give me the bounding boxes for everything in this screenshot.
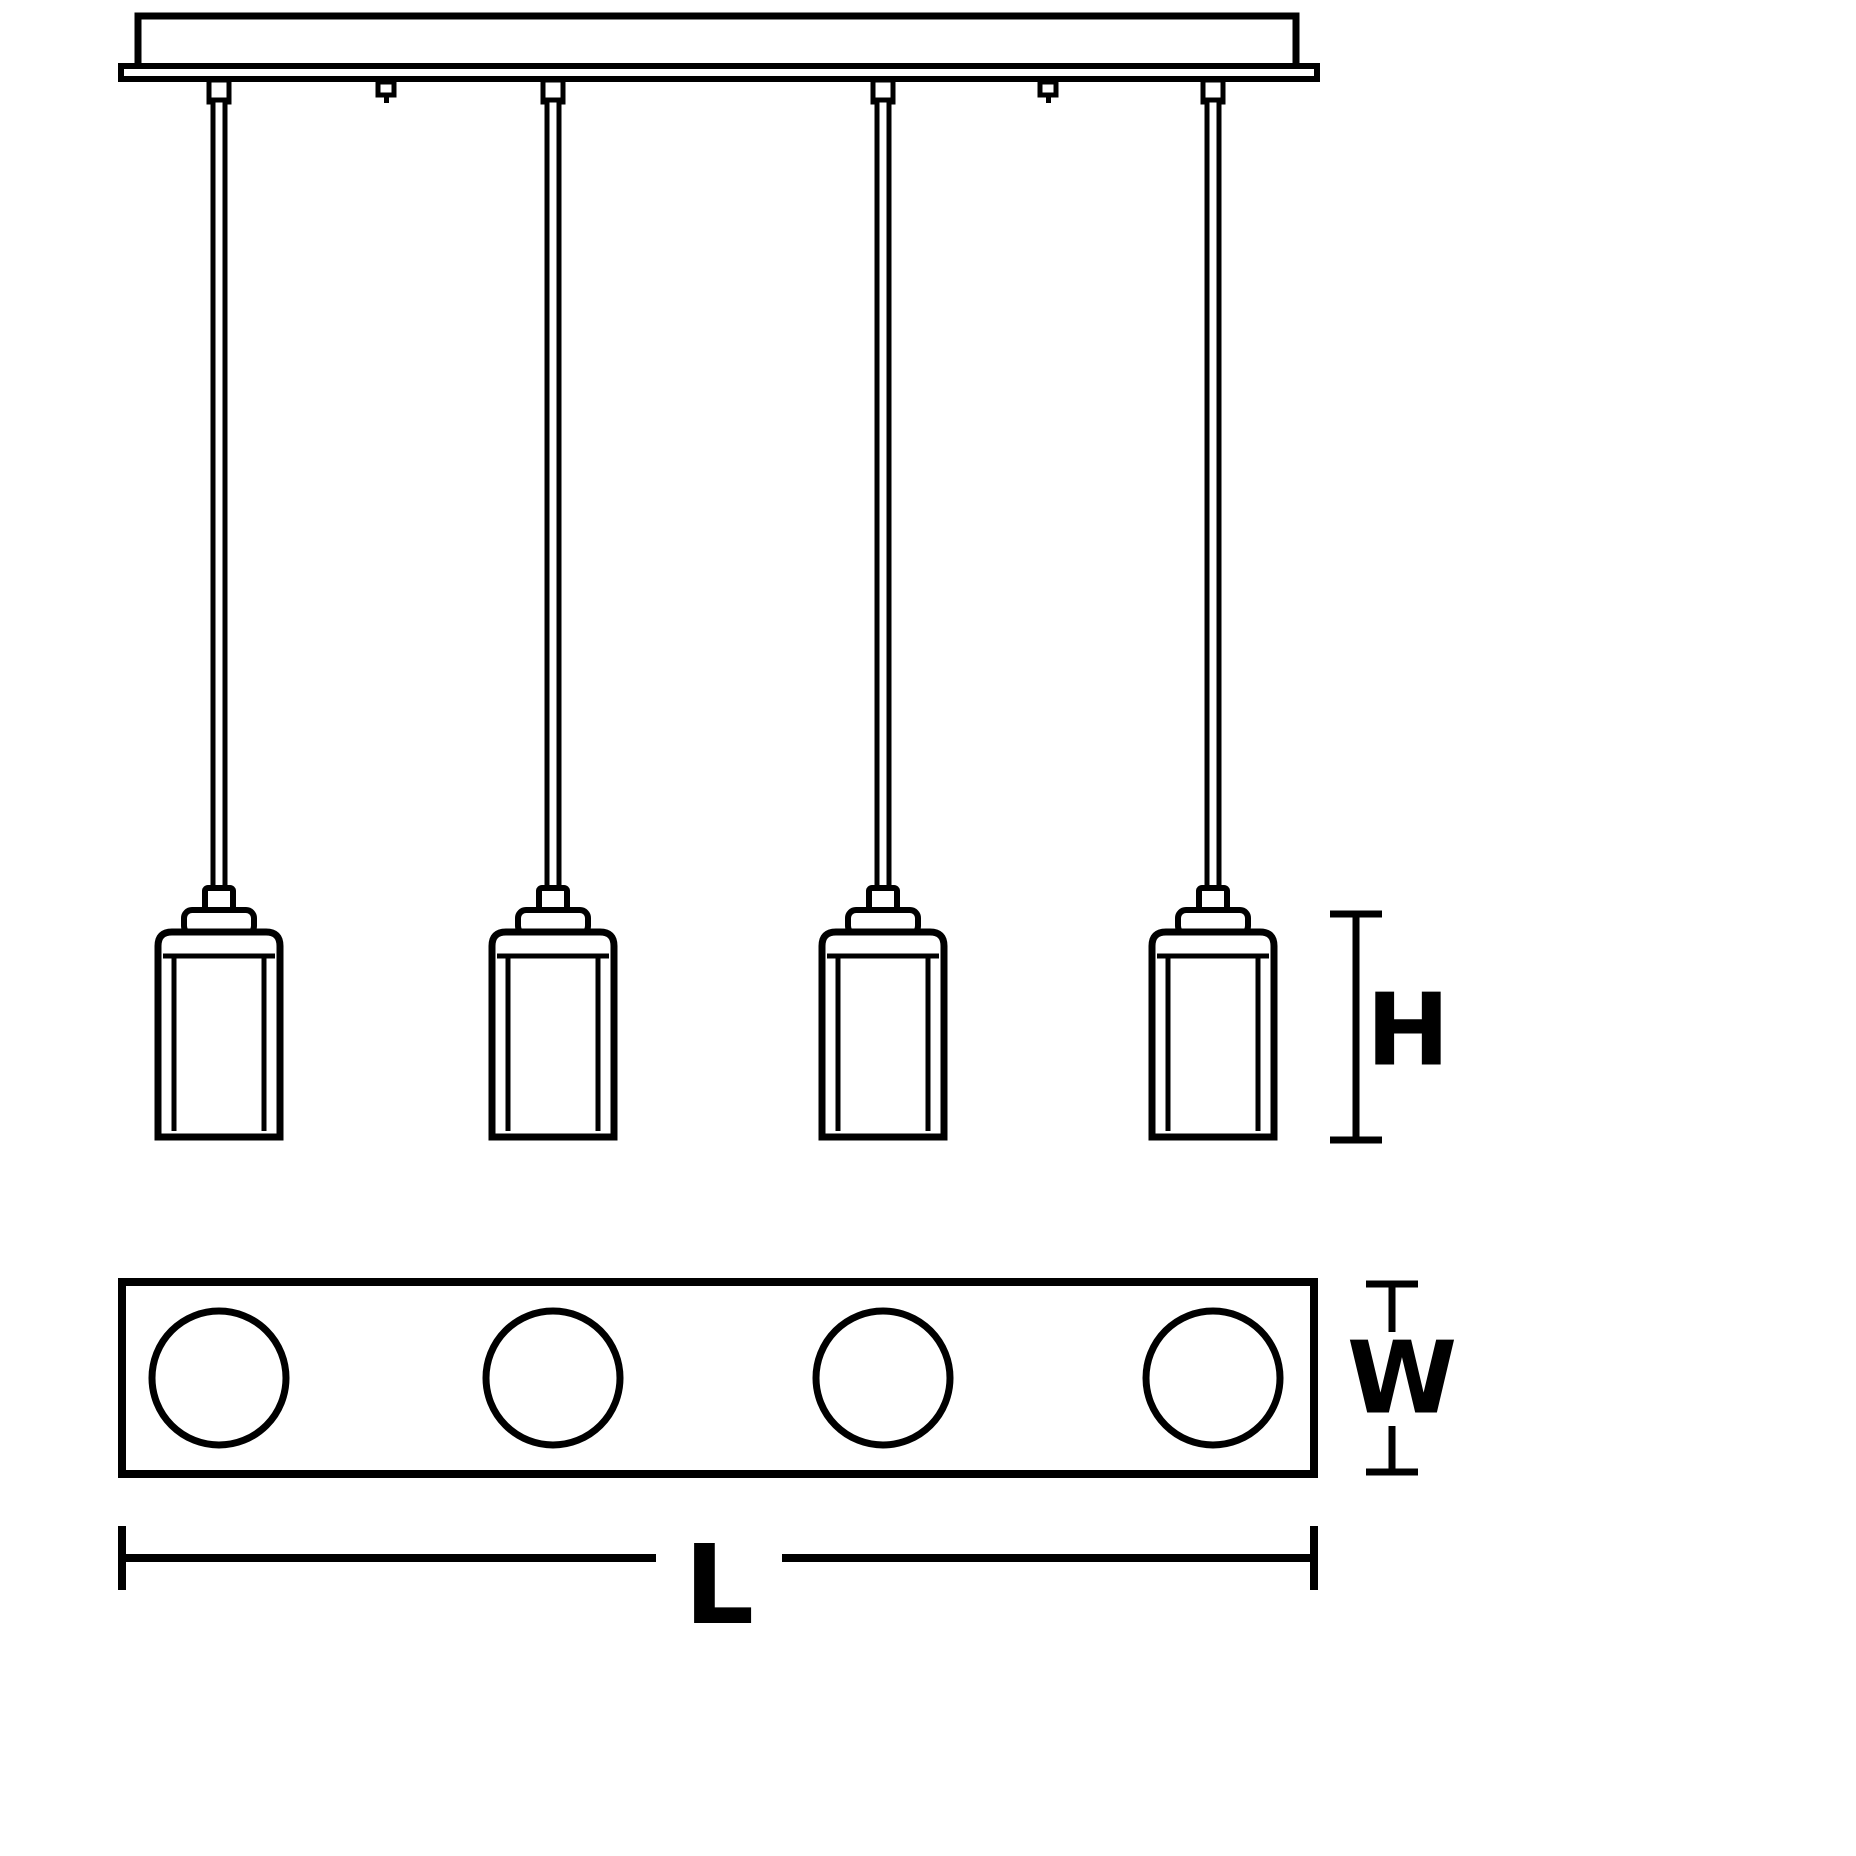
screw-head-icon [1037,79,1059,98]
mounting-screw-right [1037,79,1059,103]
length-label: L [684,1521,754,1649]
plan-lamp-circle-1 [148,1307,290,1449]
pendant-cord [1204,97,1222,895]
width-label: W [1347,1320,1457,1437]
plan-lamp-circle-2 [482,1307,624,1449]
plan-lamp-circle-4 [1142,1307,1284,1449]
screw-head-icon [375,79,397,98]
height-label: H [1366,972,1450,1089]
canopy-body [134,12,1300,72]
canopy-flange [118,63,1320,82]
shade-outline [488,928,618,1141]
ceiling-canopy [118,12,1320,103]
pendant-2 [488,77,618,1141]
shade-outline [154,928,284,1141]
mounting-screw-left [375,79,397,103]
screw-tip-icon [1046,95,1051,103]
plan-lamp-circle-3 [812,1307,954,1449]
pendant-4 [1148,77,1278,1141]
shade-outline [818,928,948,1141]
screw-tip-icon [384,95,389,103]
pendant-cord [210,97,228,895]
pendant-1 [154,77,284,1141]
dimension-length: L [118,1521,1318,1649]
dimension-width: W [1347,1280,1457,1476]
pendant-cord [544,97,562,895]
shade-outline [1148,928,1278,1141]
canopy-plan-view [118,1278,1318,1478]
pendant-cord [874,97,892,895]
plan-canopy-outline [118,1278,1318,1478]
dimension-height: H [1330,910,1450,1144]
pendant-3 [818,77,948,1141]
